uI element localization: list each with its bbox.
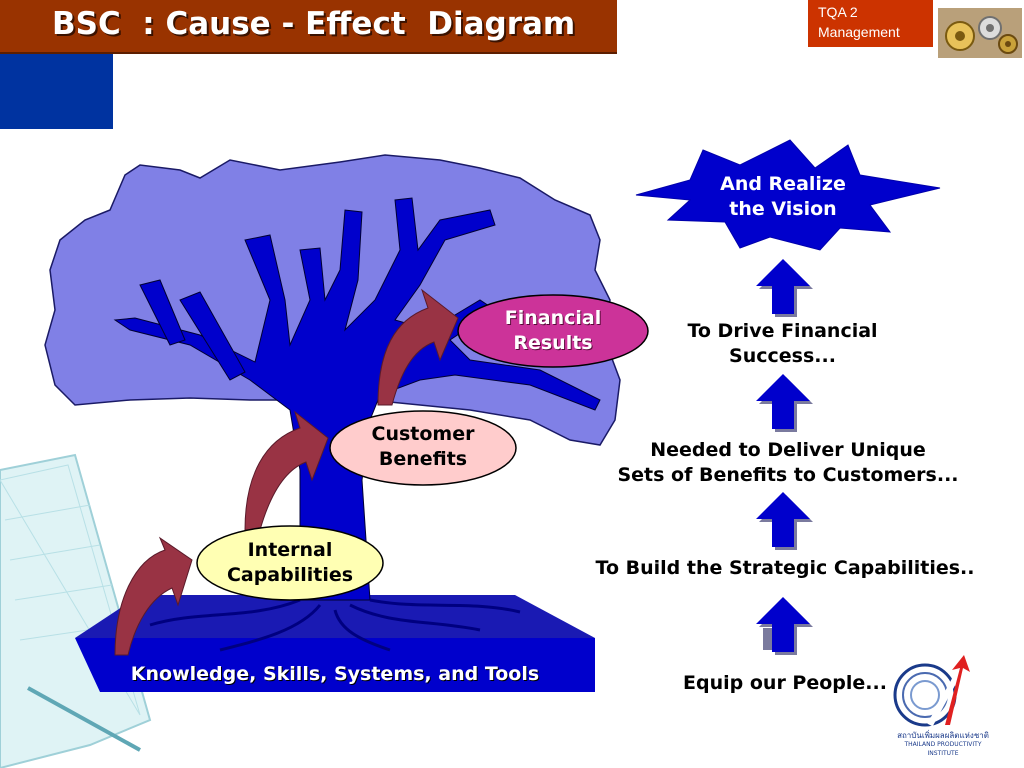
up-arrows bbox=[756, 259, 813, 655]
gears-image bbox=[938, 8, 1022, 58]
oval-internal-capabilities bbox=[196, 525, 384, 601]
tree-trunk bbox=[113, 197, 601, 601]
badge-line-1: TQA 2 bbox=[818, 4, 858, 20]
vision-starburst bbox=[635, 139, 941, 251]
tpi-logo bbox=[893, 655, 970, 727]
internal-capabilities-label: Internal Capabilities bbox=[198, 538, 382, 588]
up-arrow-2 bbox=[756, 492, 813, 550]
step3-line-1: Needed to Deliver Unique bbox=[650, 439, 926, 461]
accent-block bbox=[0, 54, 113, 129]
badge-line-2: Management bbox=[818, 24, 900, 40]
oval-financial-results bbox=[457, 294, 649, 368]
customer-benefits-label: Customer Benefits bbox=[331, 422, 515, 472]
tqa-badge: TQA 2 Management bbox=[808, 0, 933, 47]
financial-results-label: Financial Results bbox=[460, 306, 646, 356]
step3-line-2: Sets of Benefits to Customers... bbox=[617, 464, 959, 486]
customer-line-1: Customer bbox=[371, 423, 475, 445]
tree-roots bbox=[149, 598, 521, 652]
step-equip-people: Equip our People... bbox=[683, 672, 887, 694]
curved-arrow-2 bbox=[244, 410, 329, 531]
vision-label: And Realize the Vision bbox=[690, 172, 876, 222]
vision-line-2: the Vision bbox=[729, 198, 837, 220]
up-arrow-3 bbox=[756, 374, 813, 432]
growth-arrows bbox=[114, 288, 459, 656]
logo-thai-text: สถาบันเพิ่มผลผลิตแห่งชาติ bbox=[897, 731, 989, 740]
financial-line-1: Financial bbox=[504, 307, 602, 329]
step-drive-financial: To Drive Financial Success... bbox=[660, 319, 905, 369]
up-arrow-1 bbox=[756, 597, 813, 655]
curved-arrow-3 bbox=[377, 288, 459, 406]
financial-line-2: Results bbox=[513, 332, 593, 354]
logo-english-text: THAILAND PRODUCTIVITY INSTITUTE bbox=[904, 741, 982, 757]
step4-line-1: To Drive Financial bbox=[687, 320, 878, 342]
customer-line-2: Benefits bbox=[378, 448, 468, 470]
up-arrow-4 bbox=[756, 259, 813, 317]
vision-line-1: And Realize bbox=[720, 173, 846, 195]
step-deliver-benefits: Needed to Deliver Unique Sets of Benefit… bbox=[588, 438, 988, 488]
oval-customer-benefits bbox=[329, 410, 517, 486]
page-title: BSC : Cause - Effect Diagram bbox=[52, 6, 576, 42]
logo-caption: สถาบันเพิ่มผลผลิตแห่งชาติ THAILAND PRODU… bbox=[893, 731, 993, 758]
step-build-capabilities: To Build the Strategic Capabilities.. bbox=[595, 557, 975, 579]
internal-line-1: Internal bbox=[247, 539, 333, 561]
internal-line-2: Capabilities bbox=[226, 564, 354, 586]
step4-line-2: Success... bbox=[729, 345, 836, 367]
title-bar: BSC : Cause - Effect Diagram bbox=[0, 0, 617, 54]
curved-arrow-1 bbox=[114, 536, 193, 656]
base-caption: Knowledge, Skills, Systems, and Tools bbox=[130, 663, 540, 685]
